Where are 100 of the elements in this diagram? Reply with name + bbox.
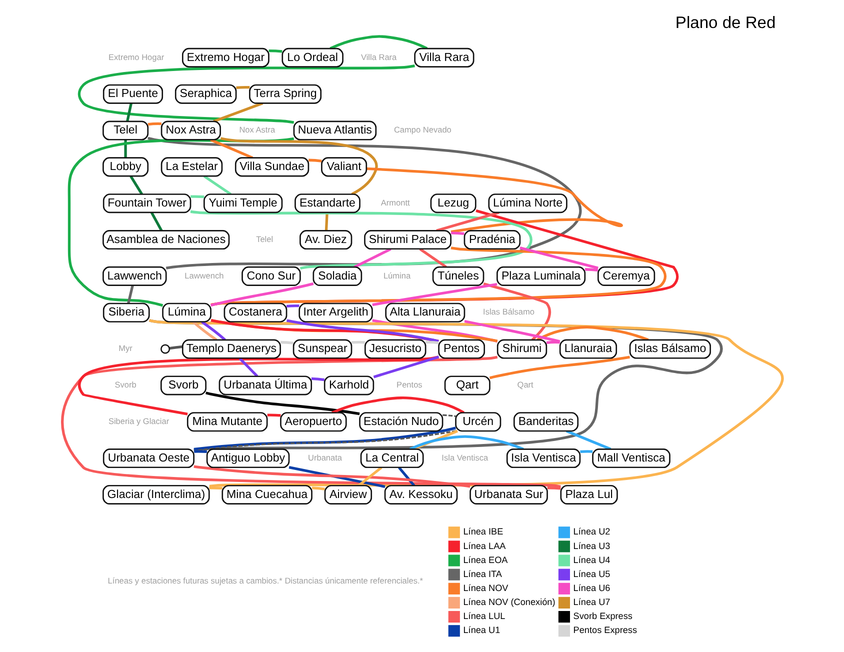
legend-label: Línea NOV (Conexión) <box>462 597 555 608</box>
connector <box>200 320 226 341</box>
node-box: Siberia <box>102 302 150 322</box>
connector <box>210 246 666 306</box>
label: Extremo Hogar <box>108 52 164 62</box>
connector <box>286 304 299 308</box>
connector <box>288 466 385 488</box>
connector <box>238 357 258 378</box>
connector <box>208 486 222 490</box>
node-box: Isla Ventisca <box>506 448 580 468</box>
node-box: Túneles <box>432 266 484 286</box>
node-box: Alta Llanuraia <box>384 302 465 322</box>
connector <box>442 414 456 418</box>
connector <box>464 320 560 343</box>
label: Svorb <box>114 380 136 390</box>
label: Pentos <box>396 380 422 390</box>
node-box: Aeropuerto <box>280 412 346 432</box>
connector <box>212 102 263 123</box>
legend-label: Línea LUL <box>462 611 505 622</box>
node-box: Telel <box>102 120 148 140</box>
label: Islas Bálsamo <box>482 308 534 317</box>
legend-label: Línea ITA <box>462 568 502 579</box>
node-box: Nox Astra <box>160 120 220 140</box>
connector <box>150 212 162 232</box>
legend-label: Línea IBE <box>462 526 503 537</box>
connector <box>372 319 498 343</box>
connector <box>129 176 143 195</box>
connector <box>124 140 126 158</box>
connector <box>418 248 446 268</box>
node-box: Lúmina Norte <box>488 194 567 214</box>
connector <box>192 320 217 341</box>
legend-label: Línea U4 <box>572 554 610 565</box>
legend-label: Línea U1 <box>462 625 500 636</box>
connector <box>280 340 293 344</box>
node-box: Extremo Hogar <box>181 48 269 68</box>
connector <box>482 282 551 341</box>
node-box: Nueva Atlantis <box>292 120 376 140</box>
node-box: Plaza Lul <box>560 484 618 504</box>
connector <box>67 137 294 307</box>
connector <box>210 282 314 307</box>
node-box: La Estelar <box>160 157 222 177</box>
legend-label: Svorb Express <box>572 611 632 622</box>
legend-label: Línea U2 <box>572 526 610 537</box>
node-box: Mina Cuecahua <box>221 484 312 504</box>
connector <box>210 138 253 159</box>
label: Myr <box>118 344 132 354</box>
connector <box>310 377 324 382</box>
node-box: Karhold <box>323 376 374 396</box>
label: Lawwench <box>184 271 224 280</box>
connector <box>236 86 250 89</box>
node-box: Soladia <box>312 266 362 286</box>
node-box: Fountain Tower <box>102 194 191 214</box>
node-box: La Central <box>360 448 424 468</box>
connector <box>398 466 415 486</box>
legend-label: Pentos Express <box>572 625 637 636</box>
node-box: Glaciar (Interclima) <box>102 484 210 504</box>
connector <box>193 430 456 452</box>
node-box: Lawwench <box>102 266 166 286</box>
node-circle <box>160 344 170 354</box>
connector <box>268 50 282 53</box>
label: Telel <box>256 234 273 244</box>
label: Siberia y Glaciar <box>108 416 169 426</box>
node-box: Mall Ventisca <box>592 448 670 468</box>
node-box: Seraphica <box>174 84 236 104</box>
node-box: Llanuraia <box>558 339 617 359</box>
node-box: Jesucristo <box>364 339 426 359</box>
connector <box>147 136 581 270</box>
label: Qart <box>516 380 533 390</box>
connector <box>357 466 382 487</box>
connector <box>286 319 438 343</box>
node-box: Urbanata Última <box>218 376 312 396</box>
node-box: Estación Nudo <box>358 412 443 432</box>
node-box: Ceremya <box>597 266 655 286</box>
node-box: El Puente <box>102 84 163 104</box>
connector <box>168 345 182 350</box>
node-box: Estandarte <box>294 194 360 214</box>
node-box: Valiant <box>320 157 367 177</box>
connector <box>331 396 464 414</box>
connector <box>546 486 560 490</box>
node-box: Pentos <box>438 339 484 359</box>
node-box: Islas Bálsamo <box>628 339 710 359</box>
node-box: Urbanata Sur <box>469 484 548 504</box>
label: Urbanata <box>308 453 342 462</box>
connector <box>190 210 532 270</box>
connector <box>565 430 611 450</box>
node-box: Lo Ordeal <box>281 48 343 68</box>
node-box: Shirumi Palace <box>364 230 451 250</box>
connector <box>210 319 438 342</box>
node-box: Villa Sundae <box>234 157 309 177</box>
node-box: Airview <box>324 484 372 504</box>
connector <box>324 212 328 231</box>
node-box: Pradénia <box>463 230 520 250</box>
node-box: Lezug <box>430 194 476 214</box>
connector <box>488 356 630 380</box>
connector <box>194 450 207 453</box>
connector <box>519 246 598 270</box>
legend-label: Línea LAA <box>462 540 506 551</box>
node-box: Banderitas <box>512 412 578 432</box>
node-box: Mina Mutante <box>186 412 268 432</box>
connector <box>546 340 560 344</box>
